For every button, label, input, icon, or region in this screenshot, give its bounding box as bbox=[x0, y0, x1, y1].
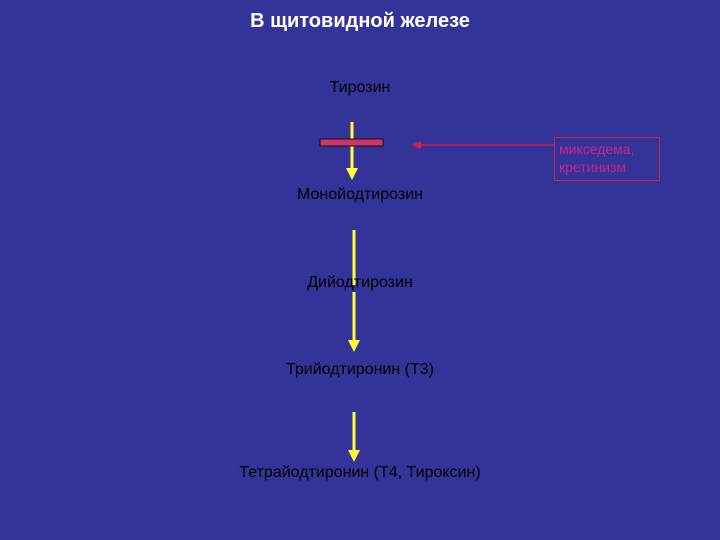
callout-arrowhead bbox=[411, 141, 421, 149]
node-diiodotyrosine: Дийодтирозин bbox=[307, 274, 413, 291]
node-tyrosine: Тирозин bbox=[329, 79, 391, 96]
disease-callout: микседема, кретинизм bbox=[554, 137, 660, 181]
callout-line-2: кретинизм bbox=[559, 159, 627, 175]
node-monoiodotyrosine: Монойодтирозин bbox=[297, 186, 423, 203]
node-tetraiodothyronine: Тетрайодтиронин (Т4, Тироксин) bbox=[239, 464, 481, 481]
arrowhead-4 bbox=[348, 450, 360, 462]
arrowhead-1 bbox=[346, 168, 358, 180]
callout-line-1: микседема, bbox=[559, 141, 635, 157]
arrowhead-3 bbox=[348, 340, 360, 352]
slide-title: В щитовидной железе bbox=[250, 10, 470, 32]
inhibition-bar bbox=[319, 138, 384, 147]
node-triiodothyronine: Трийодтиронин (Т3) bbox=[286, 361, 434, 378]
